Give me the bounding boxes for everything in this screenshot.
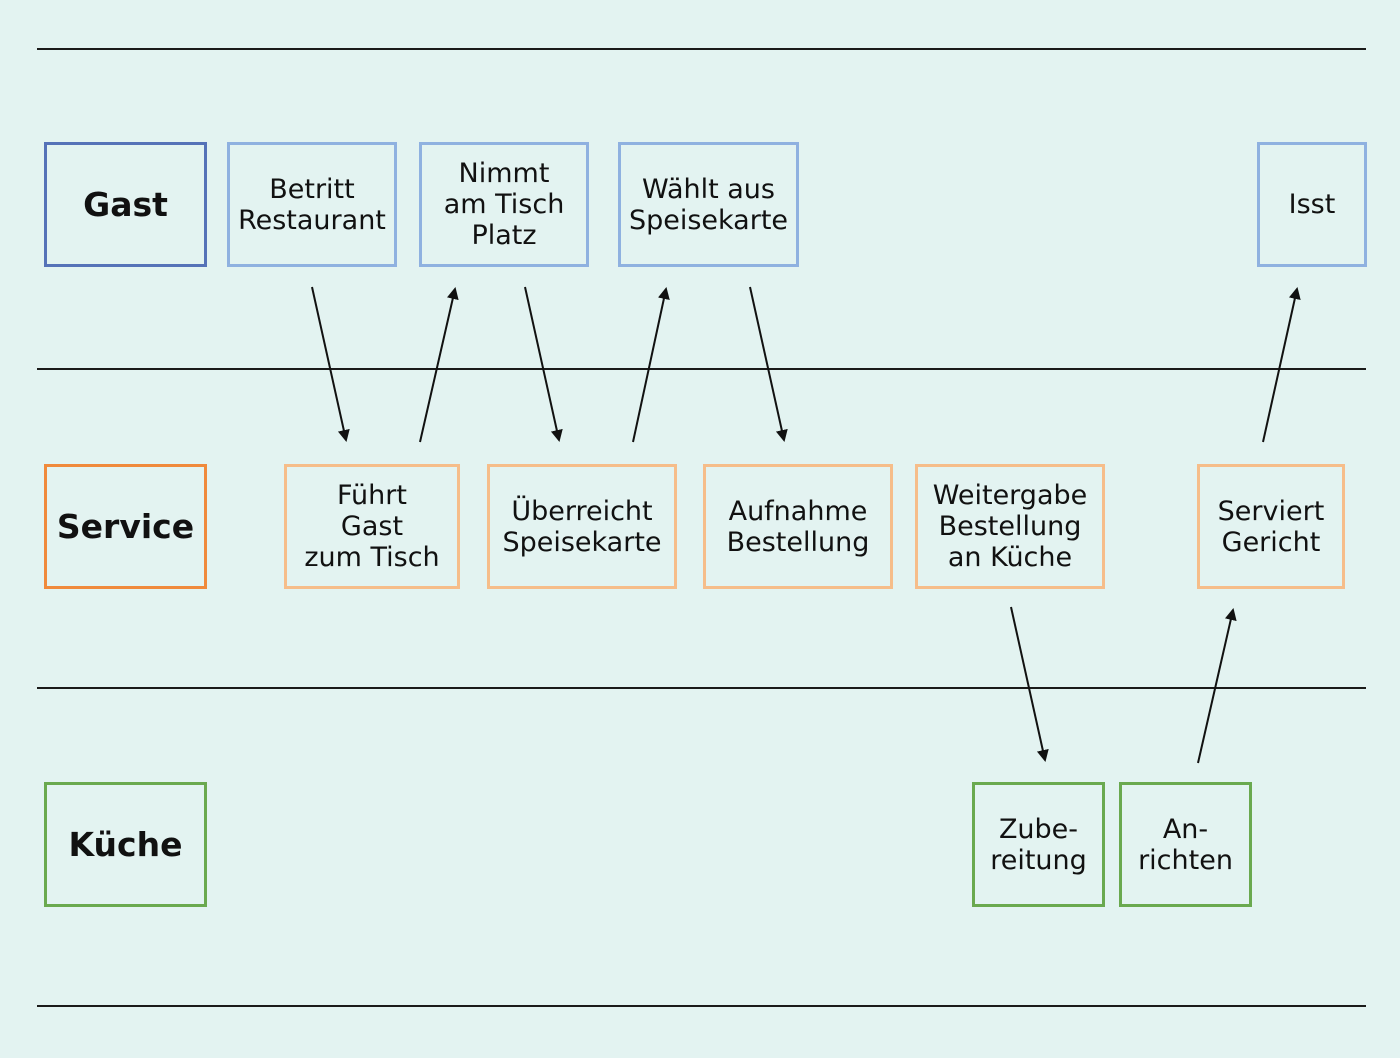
- step-fuehrt-gast: Führt Gast zum Tisch: [284, 464, 460, 589]
- step-isst: Isst: [1257, 142, 1367, 267]
- step-serviert-gericht: Serviert Gericht: [1197, 464, 1345, 589]
- step-zubereitung: Zube- reitung: [972, 782, 1105, 907]
- lane-divider-top: [37, 48, 1366, 50]
- step-waehlt-aus: Wählt aus Speisekarte: [618, 142, 799, 267]
- step-aufnahme-bestellung: Aufnahme Bestellung: [703, 464, 893, 589]
- step-anrichten: An- richten: [1119, 782, 1252, 907]
- lane-divider-service-kueche: [37, 687, 1366, 689]
- arrow-nimmt-to-ueberreicht: [524, 286, 563, 442]
- step-nimmt-platz: Nimmt am Tisch Platz: [419, 142, 589, 267]
- lane-label-service: Service: [44, 464, 207, 589]
- arrow-ueberreicht-to-waehlt: [632, 287, 670, 443]
- arrow-fuehrt-to-nimmt: [419, 287, 459, 443]
- step-betritt-restaurant: Betritt Restaurant: [227, 142, 397, 267]
- arrow-waehlt-to-aufnahme: [749, 286, 788, 442]
- arrow-betritt-to-fuehrt: [311, 286, 350, 442]
- arrow-anrichten-to-serviert: [1197, 608, 1237, 764]
- lane-divider-bottom: [37, 1005, 1366, 1007]
- step-ueberreicht-speisekarte: Überreicht Speisekarte: [487, 464, 677, 589]
- lane-divider-gast-service: [37, 368, 1366, 370]
- lane-label-gast: Gast: [44, 142, 207, 267]
- lane-label-kueche: Küche: [44, 782, 207, 907]
- arrow-serviert-to-isst: [1262, 287, 1301, 443]
- arrow-weitergabe-to-zubereitung: [1010, 606, 1049, 762]
- step-weitergabe-bestellung: Weitergabe Bestellung an Küche: [915, 464, 1105, 589]
